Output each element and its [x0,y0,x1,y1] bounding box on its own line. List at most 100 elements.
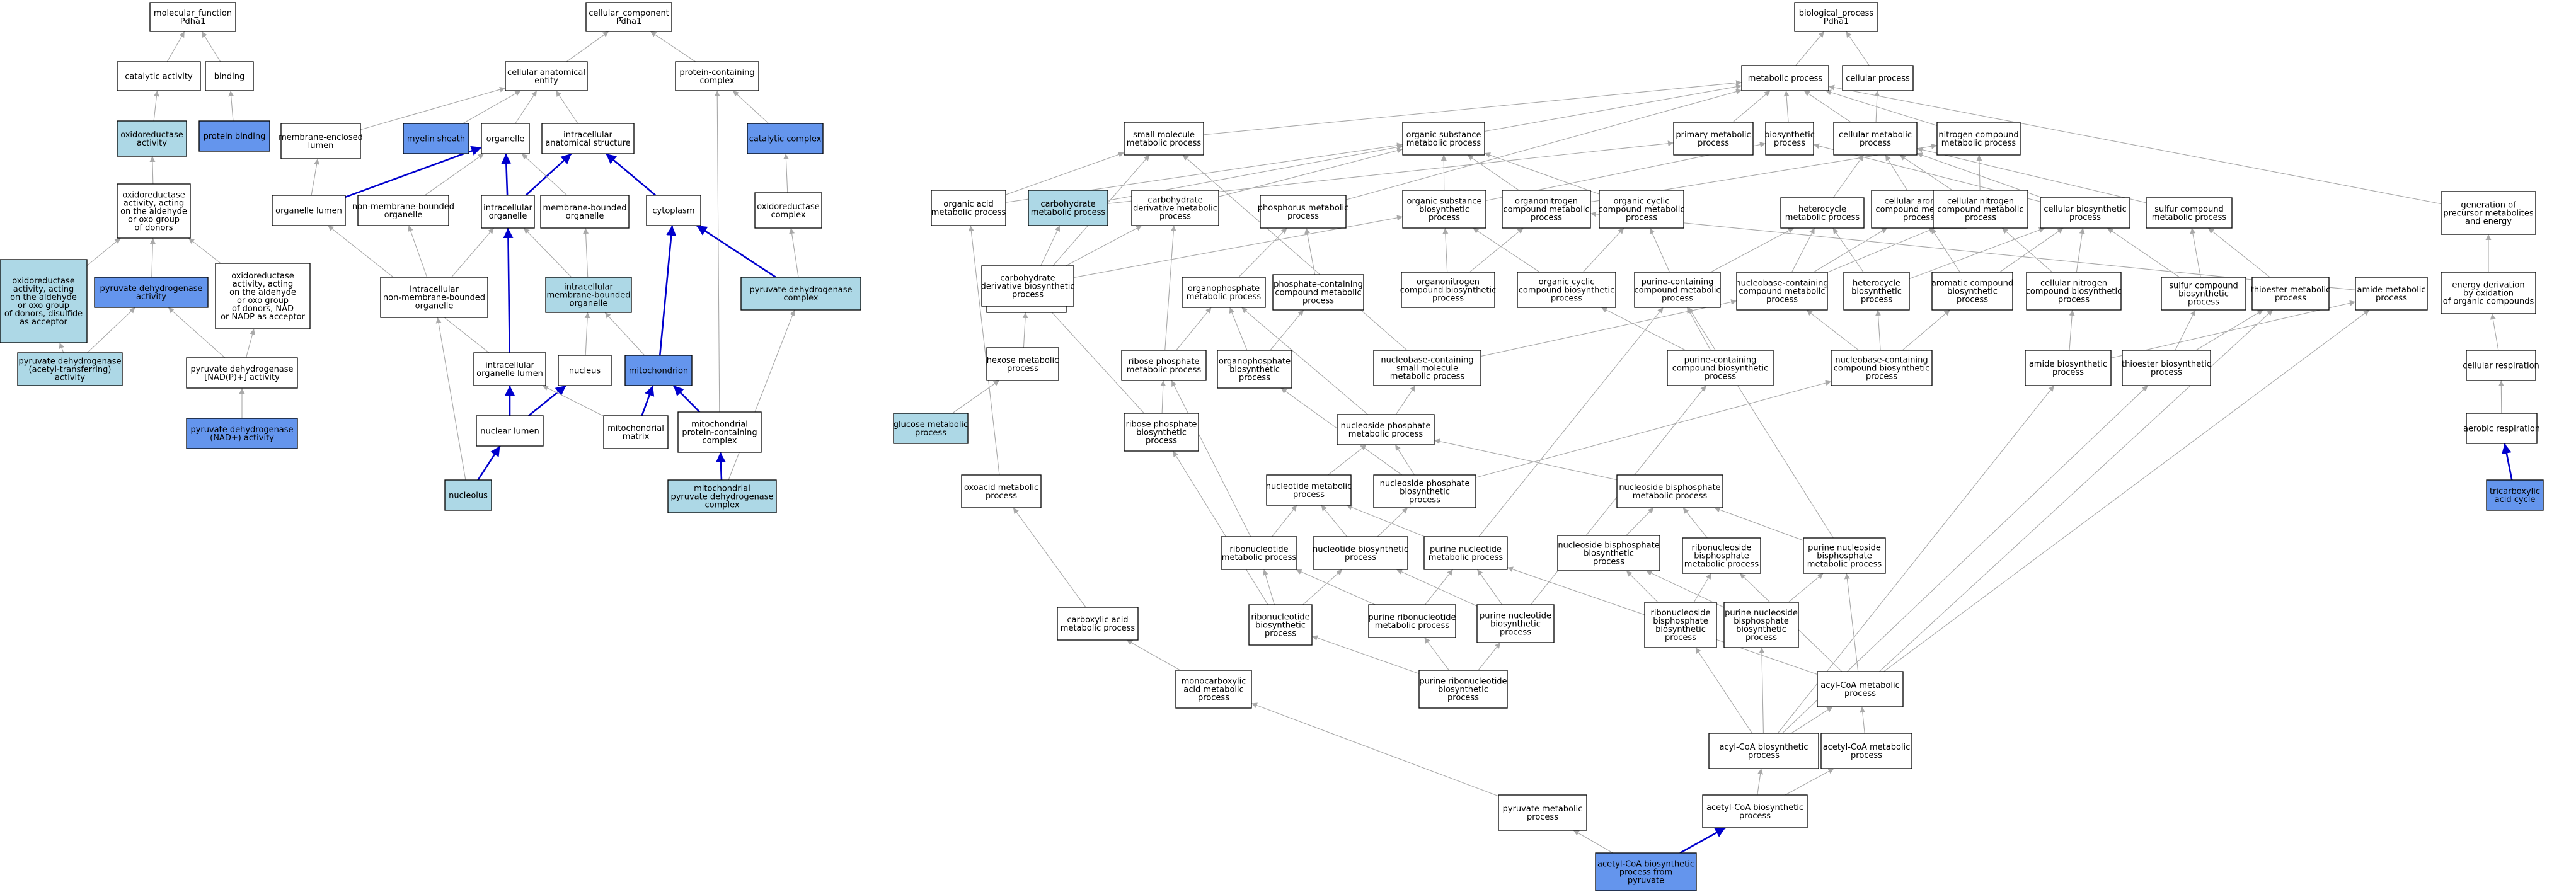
go-term-node[interactable]: pyruvate dehydrogenase(NAD+) activity [186,418,298,449]
go-term-node[interactable]: nucleolus [444,479,492,511]
go-term-node[interactable]: metabolic process [1741,65,1829,91]
go-term-node[interactable]: cellular process [1842,65,1914,91]
go-term-node[interactable]: organelle [481,123,530,154]
go-term-node[interactable]: catalytic activity [117,61,201,91]
go-term-node[interactable]: cellular respiration [2463,350,2539,381]
go-term-node[interactable]: aerobic respiration [2463,413,2540,444]
go-term-node[interactable]: protein binding [198,120,270,152]
go-term-node[interactable]: binding [205,61,254,91]
go-term-node[interactable]: cytoplasm [646,195,701,226]
go-term-node[interactable]: nuclear lumen [476,415,544,447]
go-term-node[interactable]: catalytic complex [747,123,824,154]
go-term-node[interactable]: pyruvate dehydrogenase[NAD(P)+] activity [186,357,298,389]
go-term-node[interactable]: organelle lumen [272,195,346,226]
go-term-node[interactable]: mitochondrion [624,355,693,386]
go-term-node[interactable]: pyruvate dehydrogenase(acetyl-transferri… [17,352,123,386]
